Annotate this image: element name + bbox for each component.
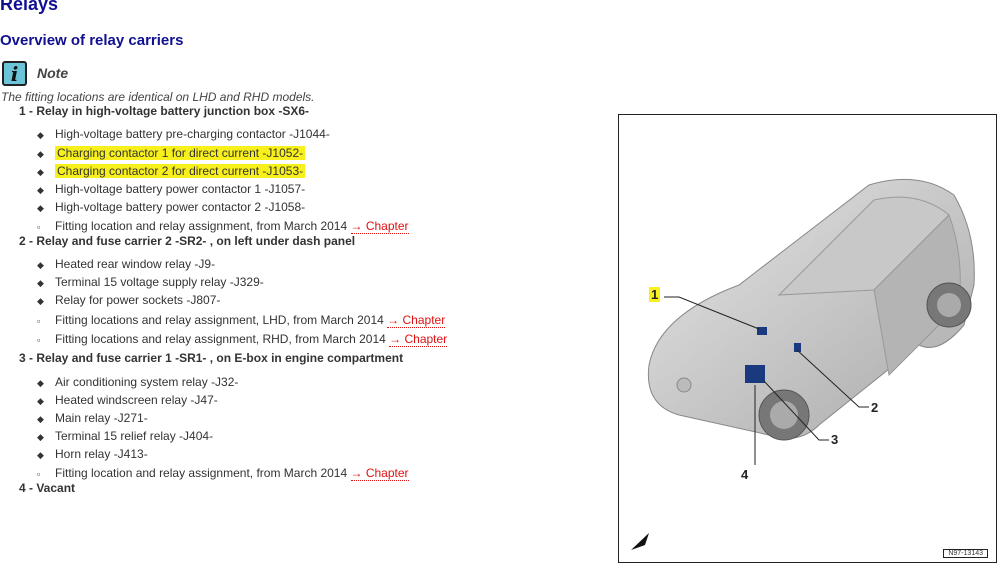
list-item: ◆ Heated rear window relay -J9-: [37, 257, 215, 271]
item-text: Air conditioning system relay -J32-: [55, 375, 239, 389]
list-item: ◆ Air conditioning system relay -J32-: [37, 375, 238, 389]
page-title: Relays: [0, 0, 59, 14]
list-item: ▫ Fitting locations and relay assignment,…: [37, 313, 446, 328]
list-item: ◆ Heated windscreen relay -J47-: [37, 393, 218, 407]
chapter-link[interactable]: → Chapter: [387, 313, 446, 328]
item-text: Fitting location and relay assignment, f…: [55, 219, 348, 233]
list-item: ▫ Fitting location and relay assignment, …: [37, 466, 409, 481]
square-bullet-icon: ▫: [37, 335, 41, 345]
section-heading: 3 - Relay and fuse carrier 1 -SR1- , on …: [19, 351, 404, 365]
diamond-bullet-icon: ◆: [37, 185, 44, 195]
chapter-link[interactable]: → Chapter: [389, 332, 448, 347]
list-item: ◆ Charging contactor 2 for direct current…: [37, 164, 306, 178]
item-text: Fitting locations and relay assignment, …: [55, 313, 384, 327]
relay-marker-3: [745, 365, 765, 383]
callout-4: 4: [741, 467, 749, 482]
item-text: Heated rear window relay -J9-: [55, 257, 216, 271]
diamond-bullet-icon: ◆: [37, 203, 44, 213]
list-item: ◆ Terminal 15 relief relay -J404-: [37, 429, 213, 443]
item-text: Horn relay -J413-: [55, 447, 148, 461]
callout-1: 1: [649, 287, 661, 302]
list-item: ◆ Horn relay -J413-: [37, 447, 148, 461]
figure-code: N97-13143: [943, 549, 988, 558]
item-text: Main relay -J271-: [55, 411, 148, 425]
list-item: ◆ Main relay -J271-: [37, 411, 148, 425]
item-text: Fitting location and relay assignment, f…: [55, 466, 348, 480]
diamond-bullet-icon: ◆: [37, 296, 44, 306]
list-item: ◆ Charging contactor 1 for direct current…: [37, 146, 306, 160]
square-bullet-icon: ▫: [37, 316, 41, 326]
item-text: High-voltage battery power contactor 1 -…: [55, 182, 306, 196]
item-text: High-voltage battery pre-charging contac…: [55, 127, 330, 141]
list-item: ◆ Relay for power sockets -J807-: [37, 293, 220, 307]
diamond-bullet-icon: ◆: [37, 278, 44, 288]
item-text: Charging contactor 2 for direct current …: [55, 164, 306, 178]
diamond-bullet-icon: ◆: [37, 414, 44, 424]
section-heading: 2 - Relay and fuse carrier 2 -SR2- , on …: [19, 234, 356, 248]
list-item: ◆ Terminal 15 voltage supply relay -J329-: [37, 275, 264, 289]
square-bullet-icon: ▫: [37, 469, 41, 479]
list-item: ◆ High-voltage battery pre-charging conta…: [37, 127, 330, 141]
square-bullet-icon: ▫: [37, 222, 41, 232]
list-item: ▫ Fitting location and relay assignment, …: [37, 219, 409, 234]
diamond-bullet-icon: ◆: [37, 396, 44, 406]
section-heading: 1 - Relay in high-voltage battery juncti…: [19, 104, 310, 118]
section-title: Overview of relay carriers: [0, 32, 184, 49]
car-illustration: [631, 178, 975, 550]
callout-3: 3: [831, 432, 839, 447]
diamond-bullet-icon: ◆: [37, 432, 44, 442]
item-text: Terminal 15 relief relay -J404-: [55, 429, 214, 443]
diamond-bullet-icon: ◆: [37, 378, 44, 388]
info-icon: i: [2, 61, 27, 86]
list-item: ▫ Fitting locations and relay assignment,…: [37, 332, 448, 347]
diamond-bullet-icon: ◆: [37, 260, 44, 270]
relay-marker-1: [757, 327, 767, 335]
note-text: The fitting locations are identical on L…: [1, 90, 315, 104]
item-text: Heated windscreen relay -J47-: [55, 393, 218, 407]
chapter-link[interactable]: → Chapter: [350, 219, 409, 234]
note-label: Note: [37, 65, 69, 81]
item-text: Terminal 15 voltage supply relay -J329-: [55, 275, 264, 289]
list-item: ◆ High-voltage battery power contactor 1 …: [37, 182, 305, 196]
item-text: Fitting locations and relay assignment, …: [55, 332, 386, 346]
item-text: Relay for power sockets -J807-: [55, 293, 221, 307]
direction-arrow-icon: [631, 533, 649, 550]
diamond-bullet-icon: ◆: [37, 450, 44, 460]
list-item: ◆ High-voltage battery power contactor 2 …: [37, 200, 305, 214]
diamond-bullet-icon: ◆: [37, 130, 44, 140]
item-text: Charging contactor 1 for direct current …: [55, 146, 306, 160]
chapter-link[interactable]: → Chapter: [350, 466, 409, 481]
relay-location-figure: 1 2 3 4 N97-13143: [618, 114, 997, 563]
relay-marker-2: [794, 343, 801, 352]
callout-2: 2: [871, 400, 879, 415]
section-heading: 4 - Vacant: [19, 481, 76, 495]
diamond-bullet-icon: ◆: [37, 149, 44, 159]
diamond-bullet-icon: ◆: [37, 167, 44, 177]
item-text: High-voltage battery power contactor 2 -…: [55, 200, 306, 214]
